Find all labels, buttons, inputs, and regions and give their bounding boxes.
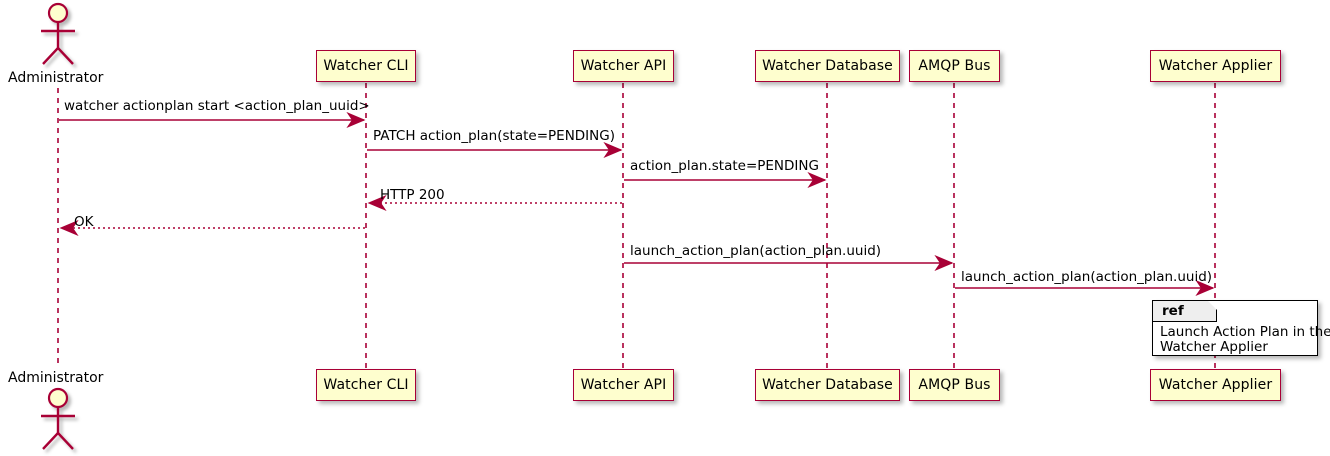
participant-label: Watcher Database	[762, 58, 893, 74]
participant-label: Watcher API	[580, 58, 667, 74]
participant-watcher-database-bottom[interactable]: Watcher Database	[755, 369, 900, 401]
ref-fragment-tab: ref	[1153, 301, 1217, 322]
participant-label: Watcher CLI	[323, 58, 409, 74]
ref-fragment-line-2: Watcher Applier	[1160, 339, 1268, 355]
message-label-3: action_plan.state=PENDING	[630, 158, 819, 174]
participant-label: AMQP Bus	[918, 377, 991, 393]
participant-watcher-api-bottom[interactable]: Watcher API	[573, 369, 674, 401]
actor-administrator-bottom	[41, 387, 75, 450]
participant-watcher-cli-top[interactable]: Watcher CLI	[316, 50, 416, 82]
participant-watcher-applier-top[interactable]: Watcher Applier	[1150, 50, 1281, 82]
participant-amqp-bus-bottom[interactable]: AMQP Bus	[909, 369, 1000, 401]
participant-watcher-database-top[interactable]: Watcher Database	[755, 50, 900, 82]
participant-label: Watcher Database	[762, 377, 893, 393]
ref-fragment-line-1: Launch Action Plan in the	[1160, 324, 1330, 340]
participant-label: AMQP Bus	[918, 58, 991, 74]
actor-label-administrator-top: Administrator	[8, 70, 104, 86]
message-label-7: launch_action_plan(action_plan.uuid)	[961, 269, 1213, 285]
participant-label: Watcher Applier	[1158, 377, 1273, 393]
participant-watcher-api-top[interactable]: Watcher API	[573, 50, 674, 82]
lifelines	[57, 83, 1216, 368]
message-label-1: watcher actionplan start <action_plan_uu…	[64, 98, 370, 114]
message-label-5: OK	[74, 214, 94, 230]
participant-amqp-bus-top[interactable]: AMQP Bus	[909, 50, 1000, 82]
participant-watcher-cli-bottom[interactable]: Watcher CLI	[316, 369, 416, 401]
participant-label: Watcher Applier	[1158, 58, 1273, 74]
participant-label: Watcher CLI	[323, 377, 409, 393]
participant-watcher-applier-bottom[interactable]: Watcher Applier	[1150, 369, 1281, 401]
actor-administrator-top	[41, 2, 75, 65]
ref-fragment-body: Launch Action Plan in the Watcher Applie…	[1160, 325, 1330, 355]
ref-fragment-tab-label: ref	[1162, 303, 1184, 319]
participant-label: Watcher API	[580, 377, 667, 393]
message-label-2: PATCH action_plan(state=PENDING)	[373, 128, 615, 144]
message-label-4: HTTP 200	[380, 187, 445, 203]
ref-fragment[interactable]: ref Launch Action Plan in the Watcher Ap…	[1152, 300, 1330, 356]
message-arrows	[59, 112, 1215, 296]
actor-label-administrator-bottom: Administrator	[8, 370, 104, 386]
message-label-6: launch_action_plan(action_plan.uuid)	[630, 243, 882, 259]
